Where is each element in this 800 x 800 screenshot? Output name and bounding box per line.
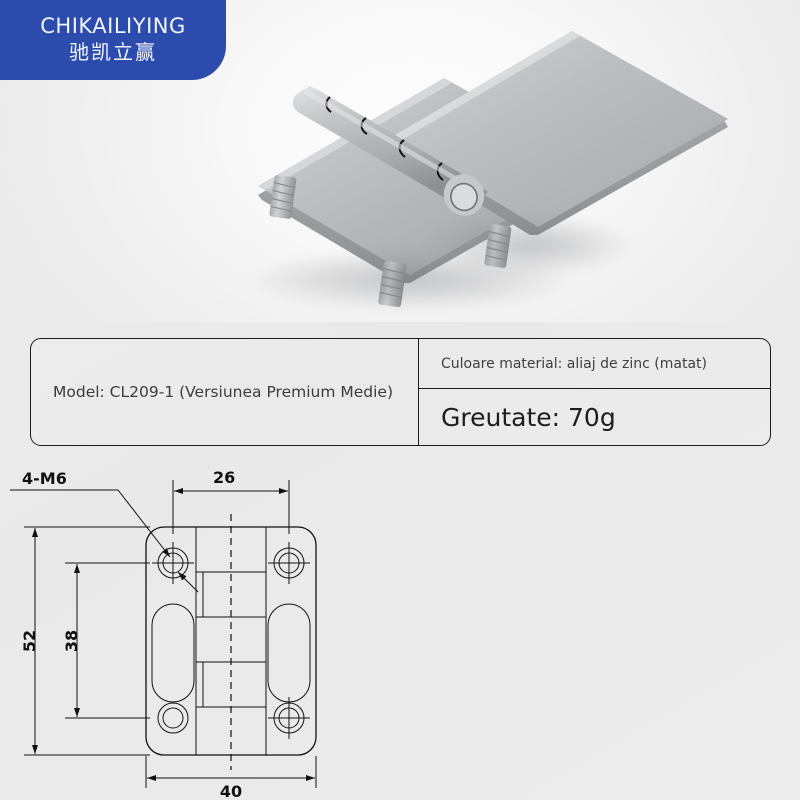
front-callout-4m6-label: 4-M6 — [22, 469, 67, 488]
spec-model-cell: Model: CL209-1 (Versiunea Premium Medie) — [31, 339, 419, 445]
front-dim-26: 26 — [172, 468, 290, 534]
front-oval-slots — [151, 603, 311, 703]
technical-drawings: 4-M6 26 52 — [0, 452, 800, 800]
front-m6-holes — [152, 542, 310, 739]
spec-model-text: Model: CL209-1 (Versiunea Premium Medie) — [53, 383, 393, 401]
spec-weight-text: Greutate: 70g — [441, 402, 616, 432]
brand-name-latin: CHIKAILIYING — [40, 14, 186, 39]
hinge-photo-illustration — [258, 31, 728, 308]
brand-badge: CHIKAILIYING 驰凯立赢 — [0, 0, 226, 80]
specification-box: Model: CL209-1 (Versiunea Premium Medie)… — [30, 338, 771, 446]
brand-name-chinese: 驰凯立赢 — [69, 39, 157, 64]
spec-material-cell: Culoare material: aliaj de zinc (matat) — [419, 339, 770, 389]
front-dim-52-label: 52 — [20, 630, 39, 652]
spec-material-text: Culoare material: aliaj de zinc (matat) — [441, 355, 707, 372]
front-dim-40-label: 40 — [220, 782, 242, 800]
front-dim-52: 52 — [20, 526, 150, 756]
spec-weight-cell: Greutate: 70g — [419, 389, 770, 445]
spec-right-column: Culoare material: aliaj de zinc (matat) … — [419, 339, 770, 445]
hinge-mounting-studs — [269, 175, 512, 308]
front-callout-4m6: 4-M6 — [10, 469, 199, 593]
hinge-knuckle-barrel — [292, 86, 488, 216]
front-dim-40: 40 — [145, 756, 317, 800]
front-view-drawing: 4-M6 26 52 — [10, 468, 317, 800]
front-dim-38: 38 — [62, 562, 150, 719]
front-dim-38-label: 38 — [62, 630, 81, 652]
front-dim-26-label: 26 — [213, 468, 235, 487]
